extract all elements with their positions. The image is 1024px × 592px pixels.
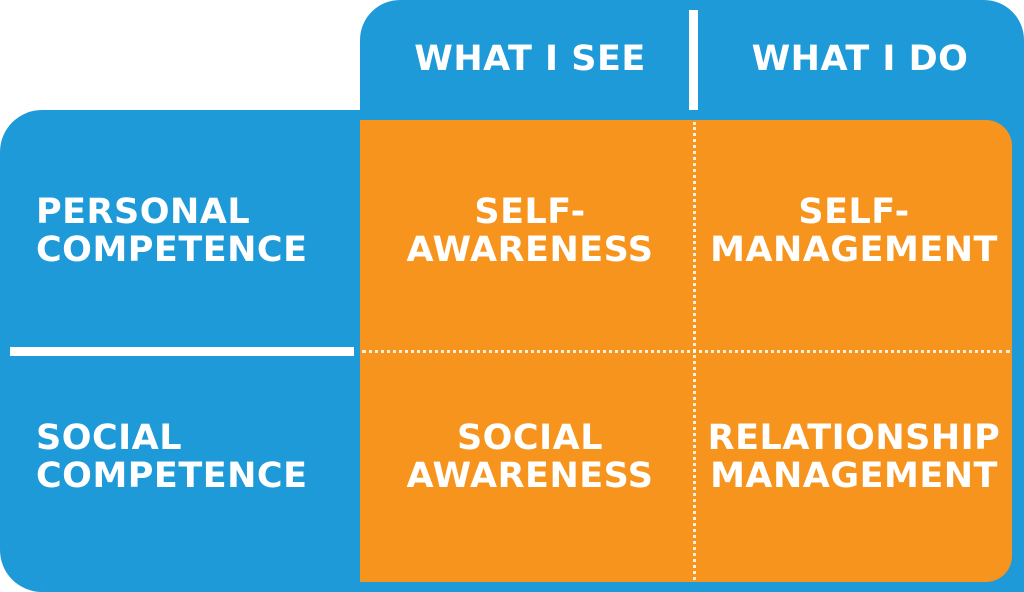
row-header-personal-competence: PERSONAL COMPETENCE: [36, 193, 308, 269]
row-header-line: COMPETENCE: [36, 456, 308, 496]
column-header-what-i-do: WHAT I DO: [751, 39, 969, 79]
cell-line: SELF-: [798, 192, 910, 232]
column-header-what-i-see: WHAT I SEE: [414, 39, 646, 79]
cell-line: AWARENESS: [406, 230, 654, 270]
row-header-divider: [10, 347, 354, 356]
row-header-line: SOCIAL: [36, 418, 183, 458]
cell-line: RELATIONSHIP: [707, 418, 1001, 458]
cell-line: AWARENESS: [406, 456, 654, 496]
cell-line: MANAGEMENT: [710, 230, 998, 270]
cell-line: SOCIAL: [456, 418, 604, 458]
grid-horizontal-dotted-line: [362, 350, 1010, 353]
row-header-line: PERSONAL: [36, 192, 251, 232]
cell-line: MANAGEMENT: [710, 456, 998, 496]
cell-self-management: SELF- MANAGEMENT: [694, 193, 1014, 269]
cell-self-awareness: SELF- AWARENESS: [370, 193, 690, 269]
cell-relationship-management: RELATIONSHIP MANAGEMENT: [694, 419, 1014, 495]
cell-line: SELF-: [474, 192, 586, 232]
row-header-social-competence: SOCIAL COMPETENCE: [36, 419, 308, 495]
row-header-line: COMPETENCE: [36, 230, 308, 270]
column-header-divider: [689, 10, 698, 110]
cell-social-awareness: SOCIAL AWARENESS: [370, 419, 690, 495]
